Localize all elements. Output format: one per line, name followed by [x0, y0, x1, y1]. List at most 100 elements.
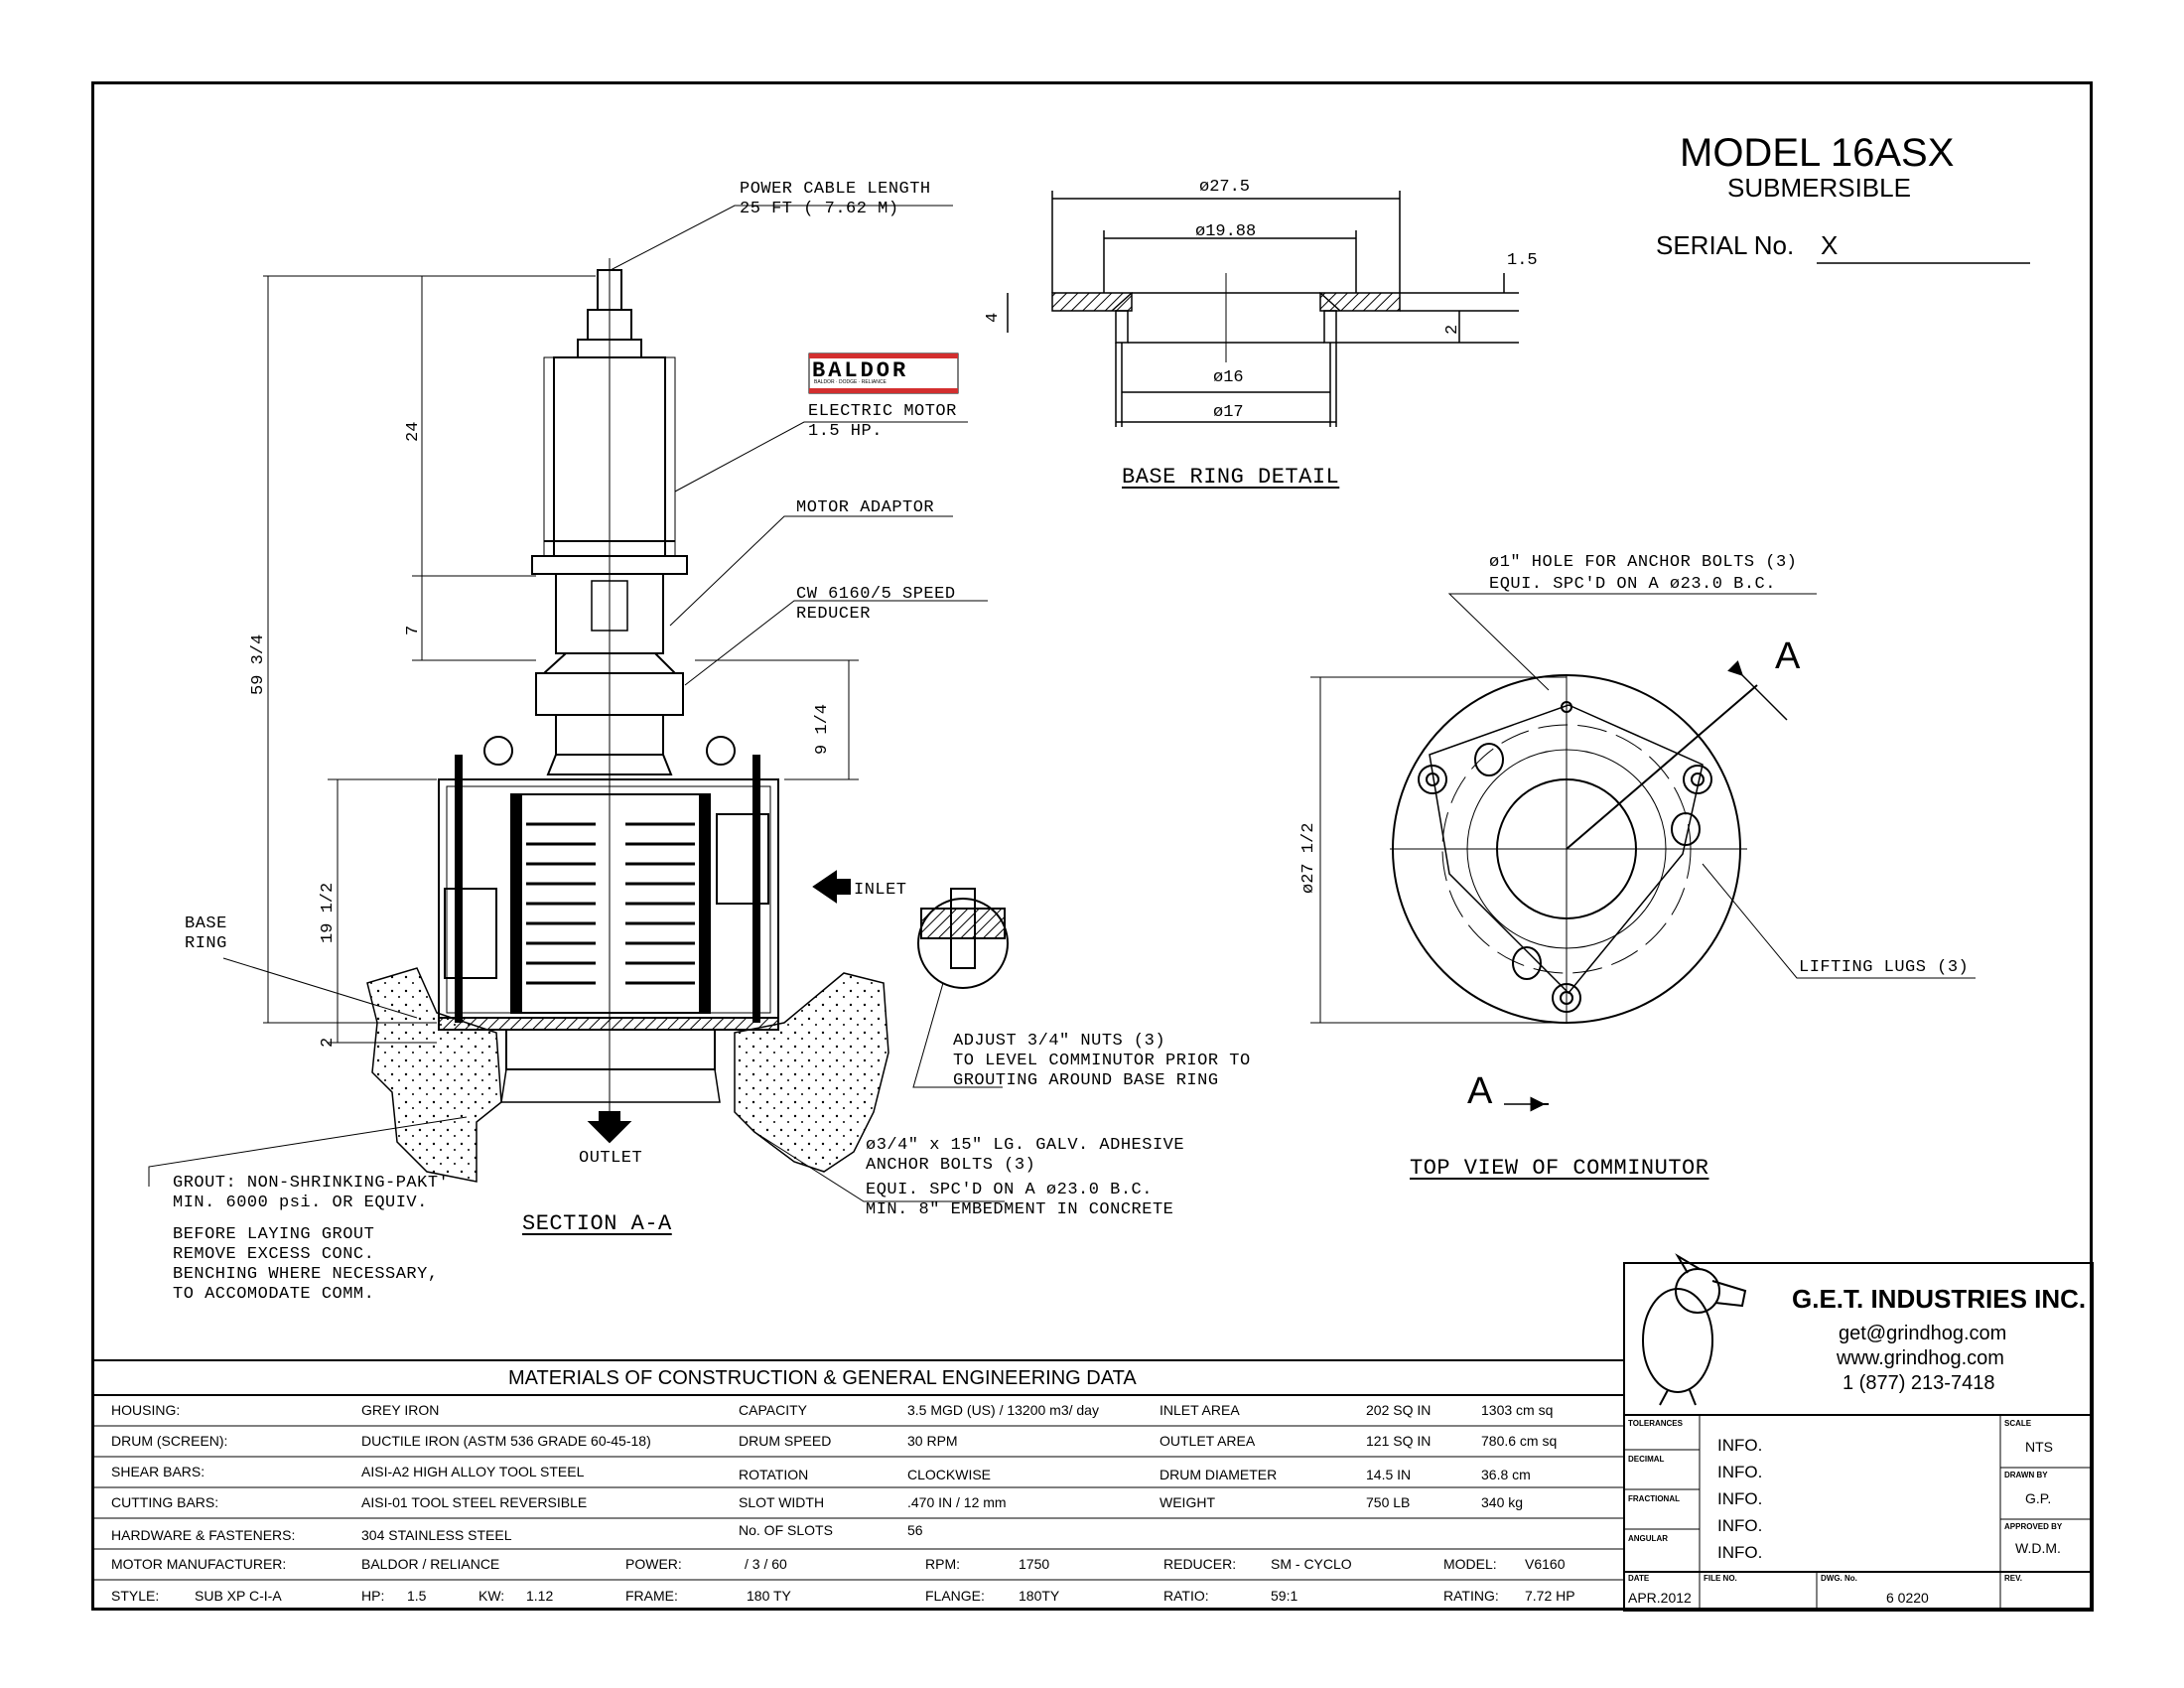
section-mark-a-top: A: [1775, 635, 1801, 677]
base-ring-detail: [1007, 191, 1519, 427]
dim-top-27-1-2: ø27 1/2: [1299, 822, 1318, 894]
callout-power-cable: POWER CABLE LENGTH: [740, 180, 931, 199]
dim-ring-16: ø16: [1213, 368, 1244, 387]
materials-heading: MATERIALS OF CONSTRUCTION & GENERAL ENGI…: [508, 1367, 1137, 1389]
dim-2-base: 2: [319, 1037, 338, 1048]
ratio-value: 59:1: [1271, 1588, 1298, 1604]
dim-24: 24: [404, 421, 423, 442]
power-label: POWER:: [625, 1556, 682, 1572]
callout-grout-accomodate: TO ACCOMODATE COMM.: [173, 1285, 375, 1304]
section-dimensions: [148, 205, 1005, 1202]
serial-label: SERIAL No.: [1656, 230, 1795, 260]
hp-label: HP:: [361, 1588, 385, 1604]
section-a-a-label: SECTION A-A: [522, 1211, 672, 1236]
row-label-3: WEIGHT: [1160, 1494, 1215, 1510]
row-label-3: OUTLET AREA: [1160, 1433, 1256, 1449]
callout-anchor-hole: ø1" HOLE FOR ANCHOR BOLTS (3): [1489, 553, 1798, 572]
row-label: DRUM (SCREEN):: [111, 1433, 228, 1449]
callout-grout-benching: BENCHING WHERE NECESSARY,: [173, 1265, 439, 1284]
ratio-label: RATIO:: [1163, 1588, 1209, 1604]
info-5: INFO.: [1717, 1543, 1763, 1562]
rpm-label: RPM:: [925, 1556, 960, 1572]
top-view: [1310, 593, 1976, 1112]
hog-mascot: [1642, 1253, 1747, 1406]
power-value: / 3 / 60: [745, 1556, 787, 1572]
reducer-value: SM - CYCLO: [1271, 1556, 1352, 1572]
callout-inlet: INLET: [854, 881, 907, 900]
row-value-3: 121 SQ IN: [1366, 1433, 1432, 1449]
rev-label: REV.: [2004, 1574, 2022, 1583]
row-value-3: 14.5 IN: [1366, 1467, 1412, 1482]
info-3: INFO.: [1717, 1489, 1763, 1508]
callout-adjust-nuts: ADJUST 3/4" NUTS (3): [953, 1032, 1166, 1051]
callout-motor-adaptor: MOTOR ADAPTOR: [796, 498, 935, 517]
style-label: STYLE:: [111, 1588, 160, 1604]
section-mark-a-bottom: A: [1467, 1070, 1493, 1112]
row-label: SHEAR BARS:: [111, 1464, 205, 1479]
model-title: MODEL 16ASX: [1680, 131, 1955, 175]
row-label-3: INLET AREA: [1160, 1402, 1240, 1418]
row-label-3: DRUM DIAMETER: [1160, 1467, 1278, 1482]
row-label-2: CAPACITY: [739, 1402, 807, 1418]
callout-grout-remove: REMOVE EXCESS CONC.: [173, 1245, 375, 1264]
reducer-label: REDUCER:: [1163, 1556, 1237, 1572]
row-value: GREY IRON: [361, 1402, 440, 1418]
flange-value: 180TY: [1019, 1588, 1060, 1604]
base-ring-detail-label: BASE RING DETAIL: [1122, 465, 1340, 490]
row-label-2: DRUM SPEED: [739, 1433, 832, 1449]
row-value-2: 3.5 MGD (US) / 13200 m3/ day: [907, 1402, 1099, 1418]
hp-value: 1.5: [407, 1588, 427, 1604]
dwg-no-label: DWG. No.: [1821, 1574, 1857, 1583]
row-value-2: 30 RPM: [907, 1433, 958, 1449]
approved-by-value: W.D.M.: [2015, 1540, 2061, 1556]
drawn-by-value: G.P.: [2025, 1490, 2052, 1506]
callout-speed-reducer: CW 6160/5 SPEED: [796, 585, 956, 604]
materials-table-grid: [91, 1359, 1624, 1581]
callout-grout-before: BEFORE LAYING GROUT: [173, 1225, 375, 1244]
motor-manufacturer: BALDOR / RELIANCE: [361, 1556, 500, 1572]
row-value-4: 36.8 cm: [1481, 1467, 1531, 1482]
callout-grout-strength: MIN. 6000 psi. OR EQUIV.: [173, 1194, 428, 1212]
dim-59-3-4: 59 3/4: [249, 633, 268, 695]
baldor-logo-graphic: [808, 352, 959, 394]
title-block-grid: [1623, 1262, 2094, 1612]
row-label-2: ROTATION: [739, 1467, 809, 1482]
dim-ring-19-88: ø19.88: [1195, 222, 1257, 241]
callout-adjust-level: TO LEVEL COMMINUTOR PRIOR TO: [953, 1052, 1251, 1070]
callout-anchor-count: ANCHOR BOLTS (3): [866, 1156, 1036, 1175]
rpm-value: 1750: [1019, 1556, 1050, 1572]
file-no-label: FILE NO.: [1704, 1574, 1737, 1583]
dim-ring-1-5: 1.5: [1507, 251, 1538, 270]
info-2: INFO.: [1717, 1463, 1763, 1481]
callout-ring: RING: [185, 934, 227, 953]
row-value: DUCTILE IRON (ASTM 536 GRADE 60-45-18): [361, 1433, 651, 1449]
baldor-logo: BALDOR: [812, 358, 909, 383]
dim-ring-4: 4: [984, 312, 1003, 323]
section-view: [366, 258, 1009, 1183]
drawn-by-label: DRAWN BY: [2004, 1471, 2048, 1479]
company-phone: 1 (877) 213-7418: [1843, 1372, 1995, 1394]
row-value: AISI-A2 HIGH ALLOY TOOL STEEL: [361, 1464, 585, 1479]
row-value-2: CLOCKWISE: [907, 1467, 992, 1482]
rating-label: RATING:: [1443, 1588, 1499, 1604]
company-name: G.E.T. INDUSTRIES INC.: [1792, 1284, 2087, 1314]
baldor-logo-subtext: BALDOR · DODGE · RELIANCE: [814, 379, 887, 385]
dim-ring-27-5: ø27.5: [1199, 178, 1251, 197]
model-subtitle: SUBMERSIBLE: [1727, 173, 1911, 203]
scale-value: NTS: [2025, 1439, 2053, 1455]
top-view-label: TOP VIEW OF COMMINUTOR: [1410, 1156, 1709, 1181]
row-value-4: 340 kg: [1481, 1494, 1524, 1510]
row-value-2: 56: [907, 1522, 923, 1538]
fractional-label: FRACTIONAL: [1628, 1494, 1680, 1503]
row-value-4: 780.6 cm sq: [1481, 1433, 1558, 1449]
callout-power-cable-length: 25 FT ( 7.62 M): [740, 200, 899, 218]
company-website: www.grindhog.com: [1837, 1347, 2004, 1369]
row-label: HOUSING:: [111, 1402, 181, 1418]
row-label-2: SLOT WIDTH: [739, 1494, 825, 1510]
scale-label: SCALE: [2004, 1419, 2032, 1428]
dwg-no-value: 6 0220: [1886, 1590, 1929, 1606]
company-email: get@grindhog.com: [1839, 1323, 2007, 1344]
callout-anchor-spacing: EQUI. SPC'D ON A ø23.0 B.C.: [866, 1181, 1153, 1199]
callout-anchor-embedment: MIN. 8" EMBEDMENT IN CONCRETE: [866, 1200, 1174, 1219]
date-value: APR.2012: [1628, 1590, 1692, 1606]
